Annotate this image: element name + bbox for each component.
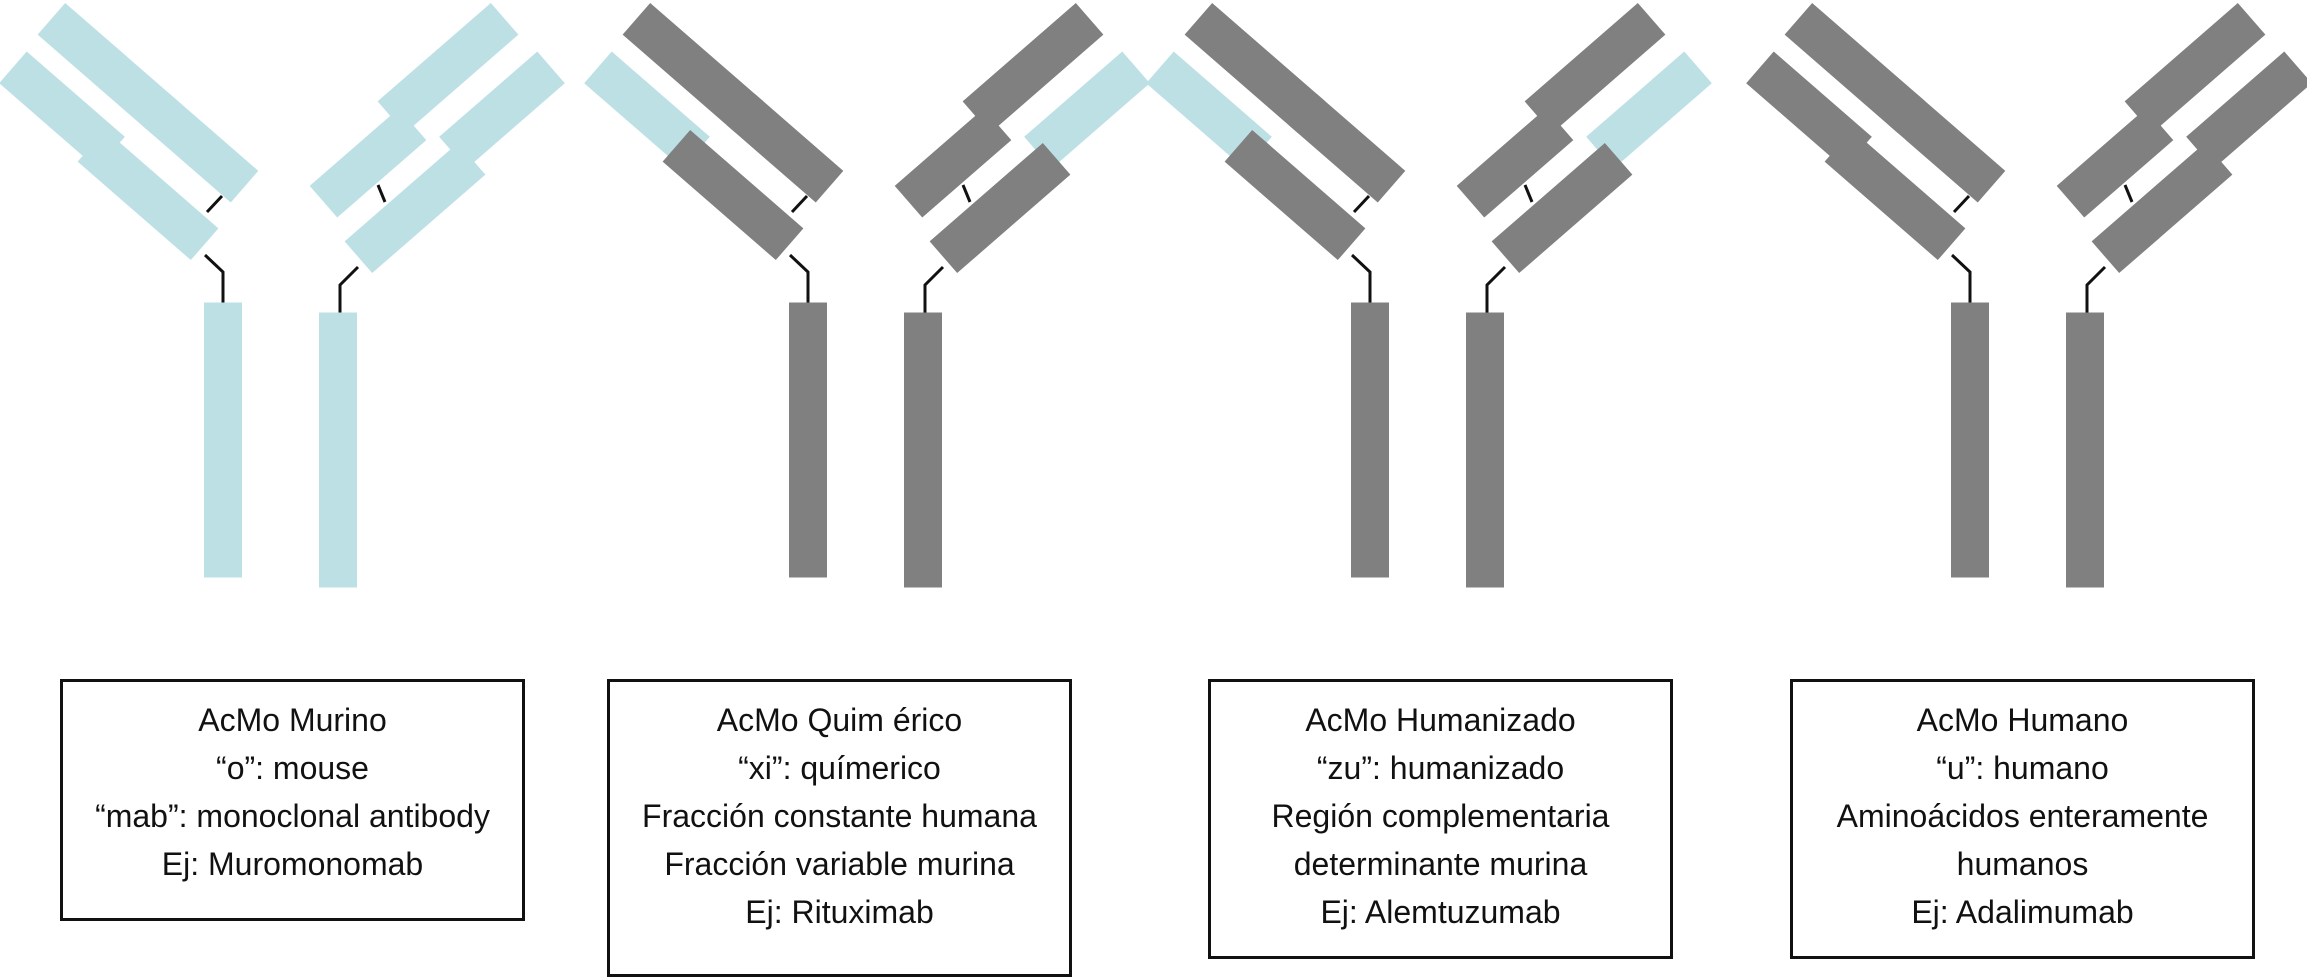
fc-stem-right <box>2066 312 2104 588</box>
disulfide-bond-right <box>2123 184 2134 203</box>
disulfide-bond-right <box>961 184 972 203</box>
disulfide-bond-left <box>790 194 809 214</box>
caption-box-quimerico: AcMo Quim érico “xi”: químerico Fracción… <box>607 679 1072 977</box>
caption-example: Ej: Muromonomab <box>161 846 424 882</box>
caption-suffix: “o”: mouse <box>216 750 369 786</box>
hinge-right <box>338 265 360 313</box>
caption-title: AcMo Humanizado <box>1305 702 1576 738</box>
light-chain-variable-left <box>1184 2 1326 134</box>
antibody-quimerico <box>584 2 1150 588</box>
caption-box-murino: AcMo Murino “o”: mouse “mab”: monoclonal… <box>60 679 525 921</box>
light-chain-variable-right <box>962 2 1104 134</box>
hinge-left <box>203 253 225 303</box>
light-chain-variable-left <box>37 2 179 134</box>
caption-detail-2: Fracción variable murina <box>664 846 1015 882</box>
light-chain-constant-right <box>309 108 427 218</box>
fc-stem-left <box>204 302 242 578</box>
heavy-chain-constant-right <box>929 142 1071 274</box>
light-chain-constant-left <box>141 93 259 203</box>
caption-suffix: “u”: humano <box>1936 750 2109 786</box>
fc-stem-left <box>789 302 827 578</box>
heavy-chain-constant-left <box>77 129 219 261</box>
heavy-chain-constant-right <box>2091 142 2233 274</box>
heavy-chain-variable-right <box>1586 51 1712 169</box>
antibody-humanizado <box>1146 2 1712 588</box>
disulfide-bond-right <box>1523 184 1534 203</box>
caption-detail-2: determinante murina <box>1293 846 1588 882</box>
antibody-illustrations <box>0 2 2307 588</box>
heavy-chain-variable-right <box>1024 51 1150 169</box>
disulfide-bond-left <box>1952 194 1971 214</box>
caption-example: Ej: Adalimumab <box>1911 894 2134 930</box>
light-chain-variable-left <box>1784 2 1926 134</box>
caption-title: AcMo Humano <box>1916 702 2129 738</box>
caption-title: AcMo Murino <box>198 702 387 738</box>
caption-suffix: “zu”: humanizado <box>1316 750 1565 786</box>
disulfide-bond-left <box>205 194 224 214</box>
caption-detail-1: Región complementaria <box>1271 798 1610 834</box>
heavy-chain-constant-right <box>344 142 486 274</box>
caption-box-humano: AcMo Humano “u”: humano Aminoácidos ente… <box>1790 679 2255 959</box>
heavy-chain-constant-left <box>1224 129 1366 261</box>
heavy-chain-variable-left <box>0 51 125 169</box>
antibody-humano <box>1746 2 2307 588</box>
antibody-murino <box>0 2 565 588</box>
fc-stem-right <box>319 312 357 588</box>
fc-stem-left <box>1951 302 1989 578</box>
light-chain-variable-right <box>1524 2 1666 134</box>
light-chain-constant-right <box>894 108 1012 218</box>
caption-title: AcMo Quim érico <box>716 702 963 738</box>
heavy-chain-variable-left <box>1746 51 1872 169</box>
caption-example: Ej: Alemtuzumab <box>1320 894 1561 930</box>
hinge-right <box>2085 265 2107 313</box>
disulfide-bond-right <box>376 184 387 203</box>
caption-example: Ej: Rituximab <box>745 894 934 930</box>
fc-stem-right <box>1466 312 1504 588</box>
light-chain-variable-right <box>377 2 519 134</box>
caption-detail-1: Fracción constante humana <box>642 798 1037 834</box>
caption-detail-2: humanos <box>1956 846 2089 882</box>
hinge-left <box>1350 253 1372 303</box>
hinge-left <box>788 253 810 303</box>
light-chain-variable-left <box>622 2 764 134</box>
disulfide-bond-left <box>1352 194 1371 214</box>
heavy-chain-variable-left <box>1146 51 1272 169</box>
hinge-left <box>1950 253 1972 303</box>
light-chain-constant-left <box>1888 93 2006 203</box>
light-chain-variable-right <box>2124 2 2266 134</box>
light-chain-constant-left <box>1288 93 1406 203</box>
fc-stem-right <box>904 312 942 588</box>
light-chain-constant-right <box>1456 108 1574 218</box>
heavy-chain-variable-right <box>2186 51 2307 169</box>
heavy-chain-constant-left <box>662 129 804 261</box>
fc-stem-left <box>1351 302 1389 578</box>
caption-detail-1: Aminoácidos enteramente <box>1836 798 2209 834</box>
heavy-chain-variable-right <box>439 51 565 169</box>
hinge-right <box>1485 265 1507 313</box>
light-chain-constant-left <box>726 93 844 203</box>
caption-suffix: “xi”: químerico <box>738 750 941 786</box>
caption-box-humanizado: AcMo Humanizado “zu”: humanizado Región … <box>1208 679 1673 959</box>
heavy-chain-variable-left <box>584 51 710 169</box>
heavy-chain-constant-left <box>1824 129 1966 261</box>
heavy-chain-constant-right <box>1491 142 1633 274</box>
caption-meaning: “mab”: monoclonal antibody <box>95 798 490 834</box>
hinge-right <box>923 265 945 313</box>
light-chain-constant-right <box>2056 108 2174 218</box>
